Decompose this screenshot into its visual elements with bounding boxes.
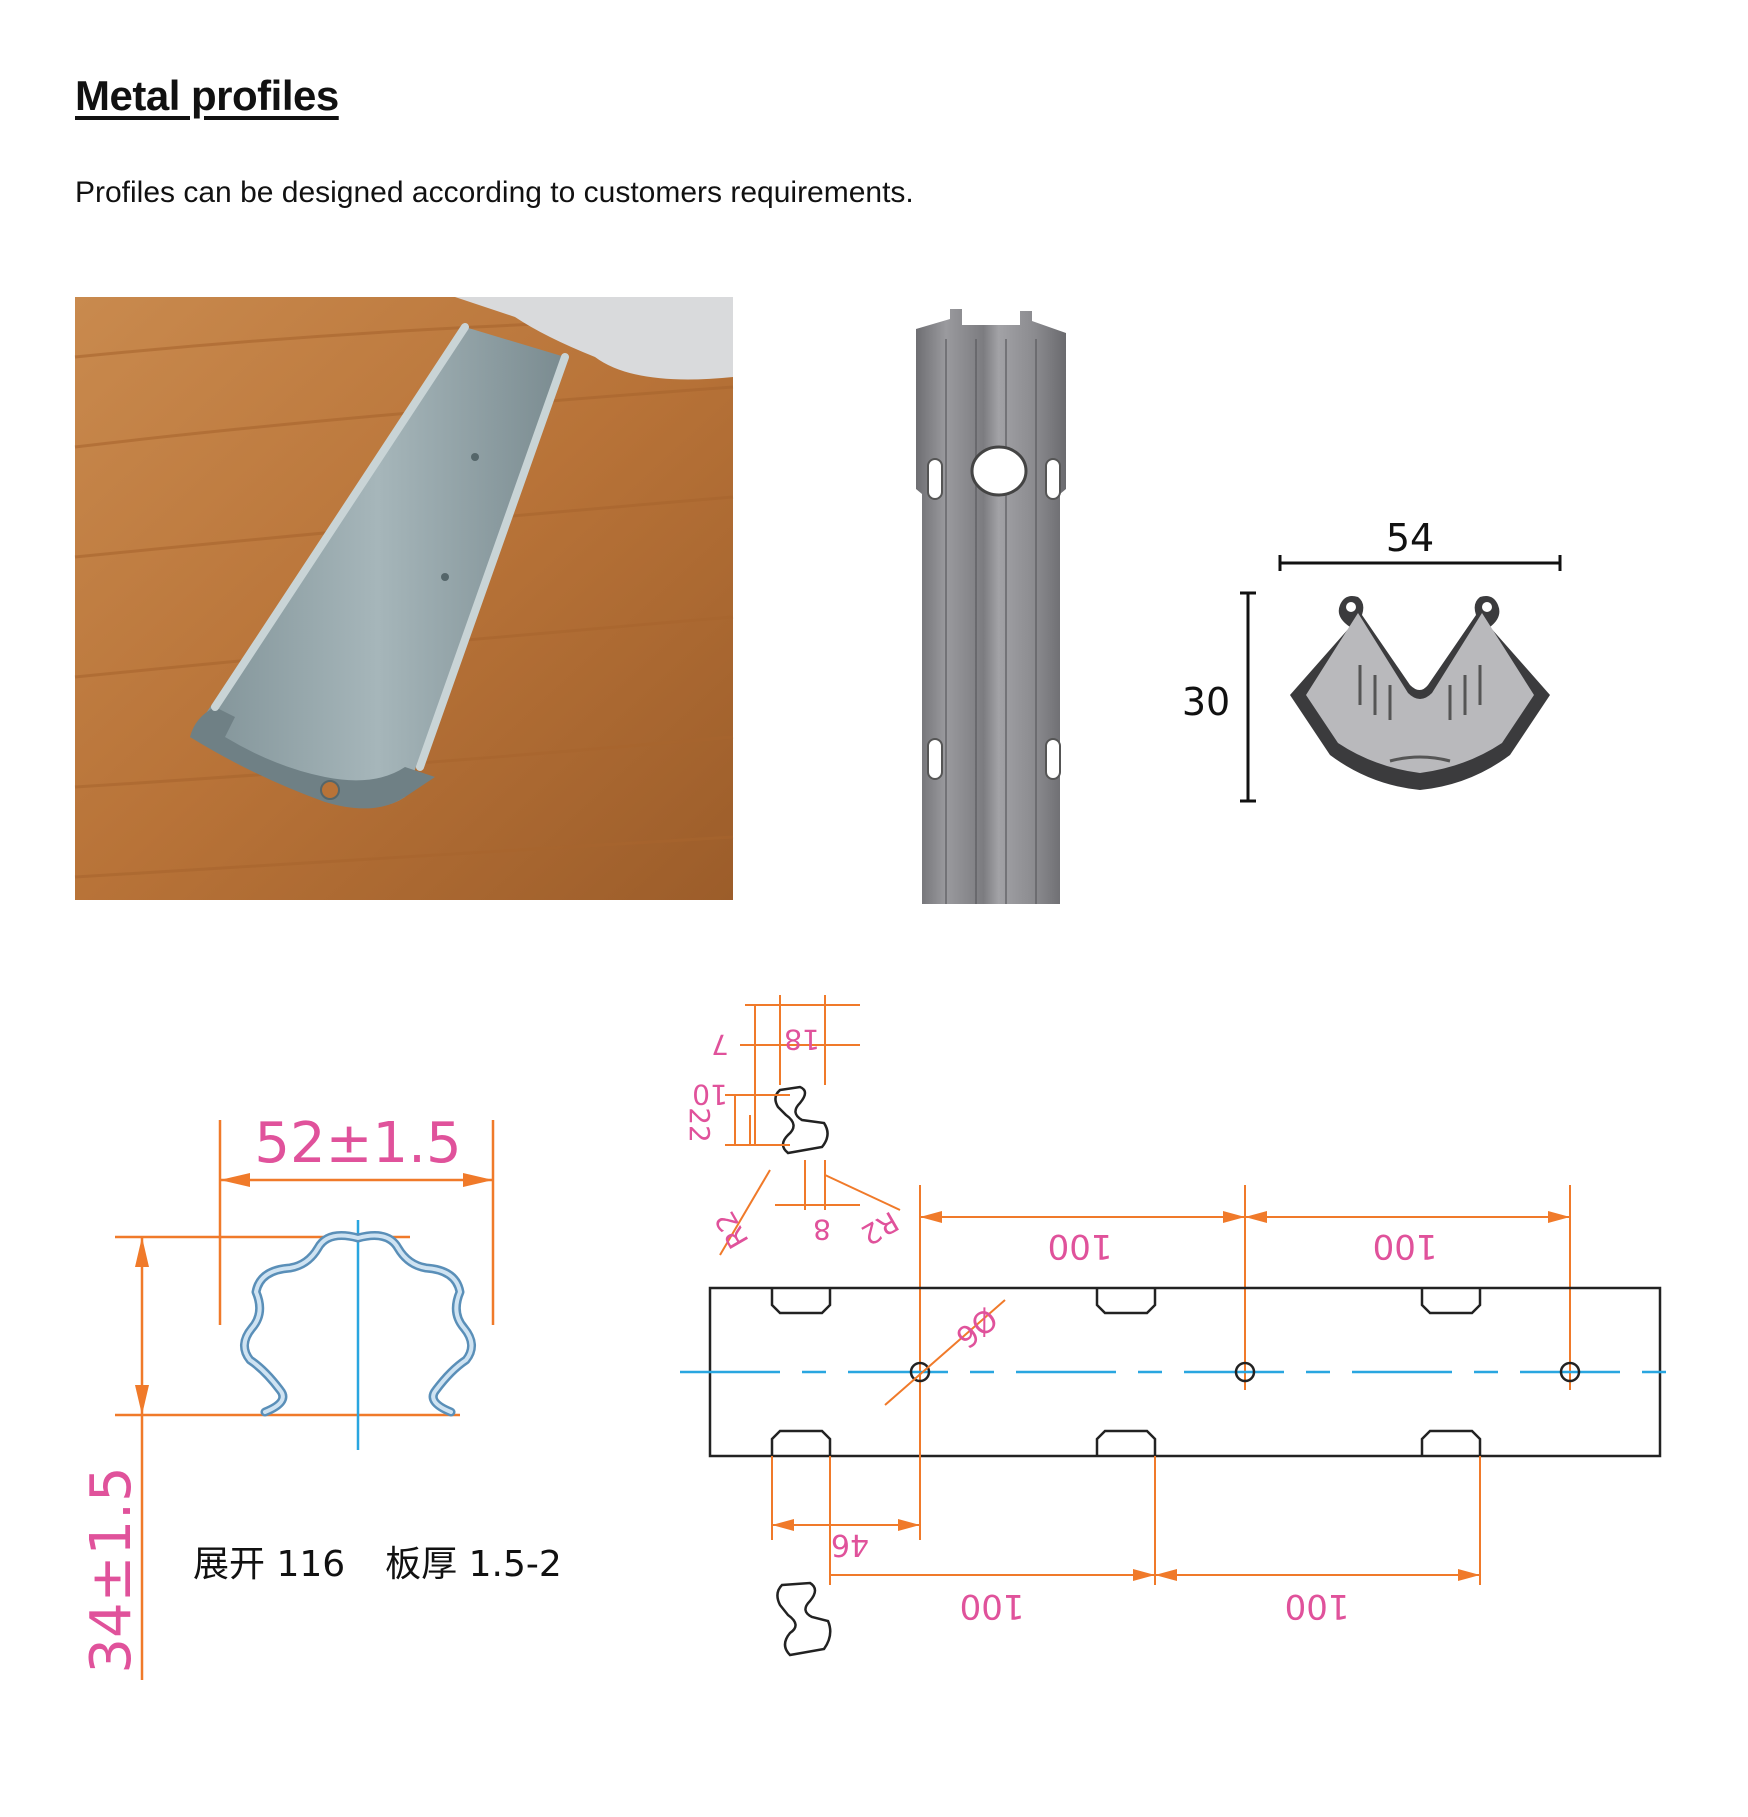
section-width-tolerance: 52±1.5 bbox=[254, 1111, 461, 1176]
dim-8: 8 bbox=[813, 1213, 831, 1246]
page-subtitle: Profiles can be designed according to cu… bbox=[75, 176, 914, 209]
render-width-label: 54 bbox=[1386, 516, 1434, 560]
unfold-width: 展开 116 bbox=[193, 1544, 346, 1585]
dim-100-bottom-1: 100 bbox=[960, 1586, 1025, 1626]
profile-photo-on-table bbox=[74, 297, 734, 900]
dim-r2-left: R2 bbox=[708, 1205, 755, 1254]
dim-10: 10 bbox=[692, 1078, 728, 1111]
sheet-thickness: 板厚 1.5-2 bbox=[385, 1544, 562, 1585]
dim-r2-right: R2 bbox=[855, 1205, 904, 1252]
spec-line: 展开 116 板厚 1.5-2 bbox=[193, 1535, 602, 1587]
section-drawing: 52±1.5 34±1.5 bbox=[79, 1111, 495, 1680]
dim-7: 7 bbox=[711, 1028, 729, 1061]
dim-22: 22 bbox=[683, 1107, 716, 1143]
render-height-label: 30 bbox=[1182, 680, 1230, 724]
dim-100-bottom-2: 100 bbox=[1285, 1586, 1350, 1626]
dim-18: 18 bbox=[784, 1023, 820, 1056]
dim-46: 46 bbox=[831, 1527, 869, 1562]
page-title: Metal profiles bbox=[75, 72, 339, 119]
profile-vertical-render bbox=[916, 309, 1066, 904]
dim-100-top-2: 100 bbox=[1373, 1226, 1438, 1266]
dim-100-top-1: 100 bbox=[1048, 1226, 1113, 1266]
cross-section-render: 54 30 bbox=[1182, 516, 1562, 803]
section-height-tolerance: 34±1.5 bbox=[79, 1466, 144, 1673]
strip-drawing: 7 18 10 22 R2 R2 8 100 100 Ø6 bbox=[680, 995, 1685, 1657]
